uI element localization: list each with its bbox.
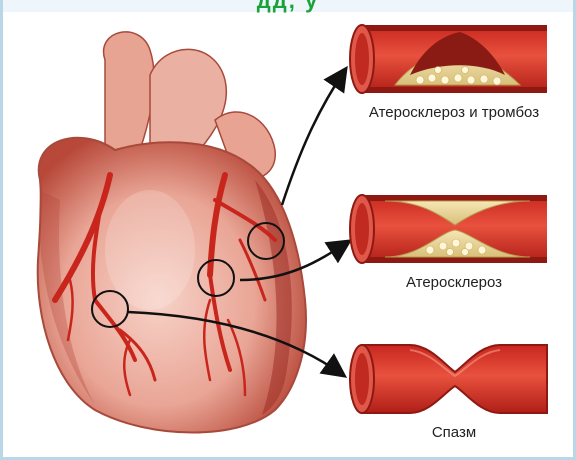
vessel-atherosclerosis xyxy=(350,195,547,263)
arrow-to-thrombosis xyxy=(282,70,345,205)
label-atherosclerosis: Атеросклероз xyxy=(355,274,553,291)
label-atherosclerosis-thrombosis: Атеросклероз и тромбоз xyxy=(355,104,553,121)
vessel-thrombosis xyxy=(350,25,547,93)
heart-illustration xyxy=(38,32,306,433)
vessel-spasm xyxy=(350,345,547,413)
aorta xyxy=(104,32,155,150)
label-spasm: Спазм xyxy=(355,424,553,441)
